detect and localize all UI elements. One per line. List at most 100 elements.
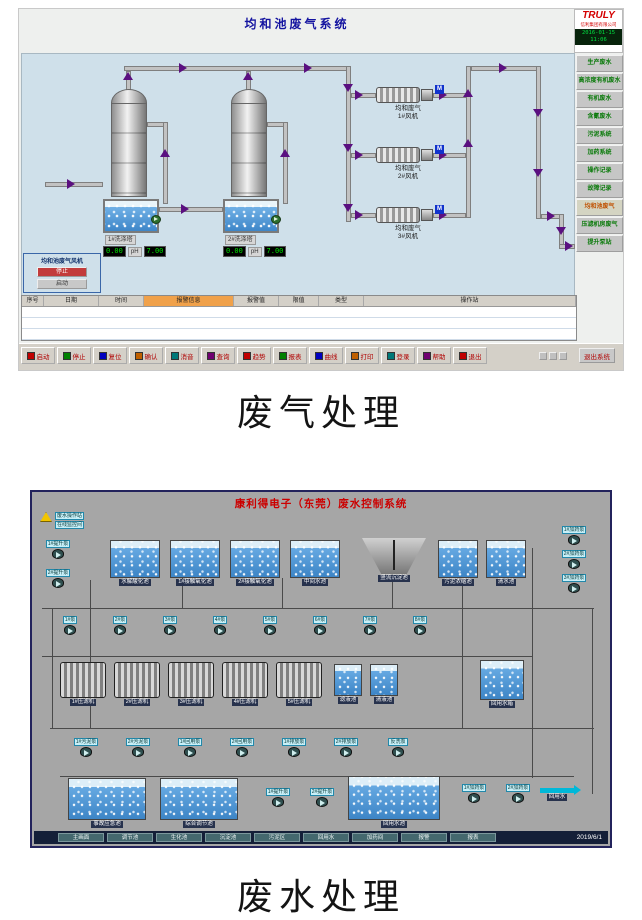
pump-icon[interactable] [64, 625, 76, 635]
toolbar-button[interactable]: 退出 [453, 347, 487, 364]
pump-icon[interactable] [568, 583, 580, 593]
alarm-column-header[interactable]: 操作站 [364, 296, 576, 306]
toolbar-button[interactable]: 趋势 [237, 347, 271, 364]
toolbar-button-icon [242, 351, 251, 360]
tower1-name-row: 1#洗涤塔 [105, 235, 136, 245]
filter-label: 5#压滤机 [285, 699, 313, 706]
sidebar-nav-button[interactable]: 操作记录 [576, 163, 623, 180]
nav-button[interactable]: 回用水 [303, 833, 349, 842]
pump-label: 1#排放泵 [281, 738, 307, 746]
nav-button[interactable]: 调节池 [107, 833, 153, 842]
sidebar-nav-button[interactable]: 高浓度有机废水 [576, 73, 623, 90]
ph-label: pH [127, 246, 142, 257]
toolbar-button[interactable]: 曲线 [309, 347, 343, 364]
toolbar-button[interactable]: 帮助 [417, 347, 451, 364]
flow-arrow [280, 149, 290, 157]
alarm-column-header[interactable]: 序号 [22, 296, 44, 306]
pump-icon[interactable] [236, 747, 248, 757]
ph-label: pH [247, 246, 262, 257]
pump-icon[interactable] [52, 549, 64, 559]
alarm-column-header[interactable]: 类型 [319, 296, 364, 306]
water-tank [438, 540, 478, 578]
alarm-column-header[interactable]: 限值 [279, 296, 319, 306]
alarm-table-row[interactable] [22, 307, 576, 318]
fan-label-line1: 均和废气 [395, 105, 421, 112]
toolbar-button[interactable]: 消音 [165, 347, 199, 364]
exit-system-button[interactable]: 退出系统 [579, 348, 615, 363]
pump-icon[interactable] [132, 747, 144, 757]
pump-icon[interactable] [468, 793, 480, 803]
pump-label: 1#回用泵 [177, 738, 203, 746]
pump-icon[interactable] [52, 578, 64, 588]
water-scada-screenshot: 康利得电子（东莞）废水控制系统 废水操作站 在线监控间 1#提升泵 2#提升泵 [30, 490, 612, 848]
sidebar-nav-button[interactable]: 故障记录 [576, 181, 623, 198]
tile-button[interactable] [539, 351, 547, 360]
pump-icon[interactable] [364, 625, 376, 635]
pipe [351, 153, 376, 158]
datetime-display: 2016-01-15 11:06 [575, 29, 622, 45]
motor-indicator: M [435, 205, 444, 214]
alarm-table-row[interactable] [22, 318, 576, 329]
nav-button[interactable]: 沉淀池 [205, 833, 251, 842]
toolbar-button[interactable]: 启动 [21, 347, 55, 364]
water-tank [230, 540, 280, 578]
tile-button[interactable] [559, 351, 567, 360]
start-button[interactable]: 启动 [37, 279, 87, 289]
level-readout: 0.00 [223, 246, 246, 257]
pump-icon[interactable] [316, 797, 328, 807]
nav-button[interactable]: 报警 [401, 833, 447, 842]
nav-button[interactable]: 报表 [450, 833, 496, 842]
sidebar-nav-button[interactable]: 提升泵站 [576, 235, 623, 252]
nav-button[interactable]: 污泥区 [254, 833, 300, 842]
stop-button[interactable]: 停止 [37, 267, 87, 277]
tile-button[interactable] [549, 351, 557, 360]
sidebar-nav-button[interactable]: 污泥系统 [576, 127, 623, 144]
pump-icon[interactable] [80, 747, 92, 757]
pump-cluster: 1#提升泵 [40, 540, 76, 559]
toolbar-button[interactable]: 复位 [93, 347, 127, 364]
pump-icon[interactable] [164, 625, 176, 635]
alarm-table-row[interactable] [22, 329, 576, 340]
sidebar-nav-button[interactable]: 有机废水 [576, 91, 623, 108]
toolbar-button[interactable]: 报表 [273, 347, 307, 364]
sidebar-nav-button[interactable]: 生产废水 [576, 55, 623, 72]
toolbar-button[interactable]: 登录 [381, 347, 415, 364]
toolbar-button-icon [422, 351, 431, 360]
pump-label: 7#泵 [362, 616, 378, 624]
pump-icon[interactable] [272, 797, 284, 807]
right-tank-row: 污泥浓缩池 清水池 [438, 540, 526, 586]
pump-icon[interactable] [184, 747, 196, 757]
pump-icon[interactable] [568, 535, 580, 545]
pump-icon[interactable] [314, 625, 326, 635]
process-line [282, 578, 283, 608]
sidebar-nav-button[interactable]: 均和池废气 [576, 199, 623, 216]
flow-arrow [533, 109, 543, 117]
pump-icon[interactable] [264, 625, 276, 635]
pump-icon[interactable] [340, 747, 352, 757]
pump-icon[interactable] [568, 559, 580, 569]
pump-icon[interactable] [114, 625, 126, 635]
filter-label: 2#压滤机 [123, 699, 151, 706]
toolbar-button[interactable]: 停止 [57, 347, 91, 364]
alarm-table-header: 序号日期时间报警信息报警值限值类型操作站 [22, 296, 576, 307]
toolbar-button-icon [98, 351, 107, 360]
nav-button[interactable]: 主画面 [58, 833, 104, 842]
warning-labels: 废水操作站 在线监控间 [55, 512, 85, 529]
toolbar-button[interactable]: 打印 [345, 347, 379, 364]
pump-icon[interactable] [512, 793, 524, 803]
nav-button[interactable]: 加药间 [352, 833, 398, 842]
pump-icon[interactable] [288, 747, 300, 757]
nav-button[interactable]: 生化池 [156, 833, 202, 842]
sidebar-nav-button[interactable]: 加药系统 [576, 145, 623, 162]
pump-icon[interactable] [214, 625, 226, 635]
alarm-column-header[interactable]: 时间 [99, 296, 144, 306]
sidebar-nav-button[interactable]: 含氰废水 [576, 109, 623, 126]
alarm-column-header[interactable]: 报警信息 [144, 296, 234, 306]
sidebar-nav-button[interactable]: 压滤机房废气 [576, 217, 623, 234]
pump-icon[interactable] [414, 625, 426, 635]
toolbar-button[interactable]: 确认 [129, 347, 163, 364]
pump-icon[interactable] [392, 747, 404, 757]
toolbar-button[interactable]: 查询 [201, 347, 235, 364]
alarm-column-header[interactable]: 日期 [44, 296, 99, 306]
alarm-column-header[interactable]: 报警值 [234, 296, 279, 306]
